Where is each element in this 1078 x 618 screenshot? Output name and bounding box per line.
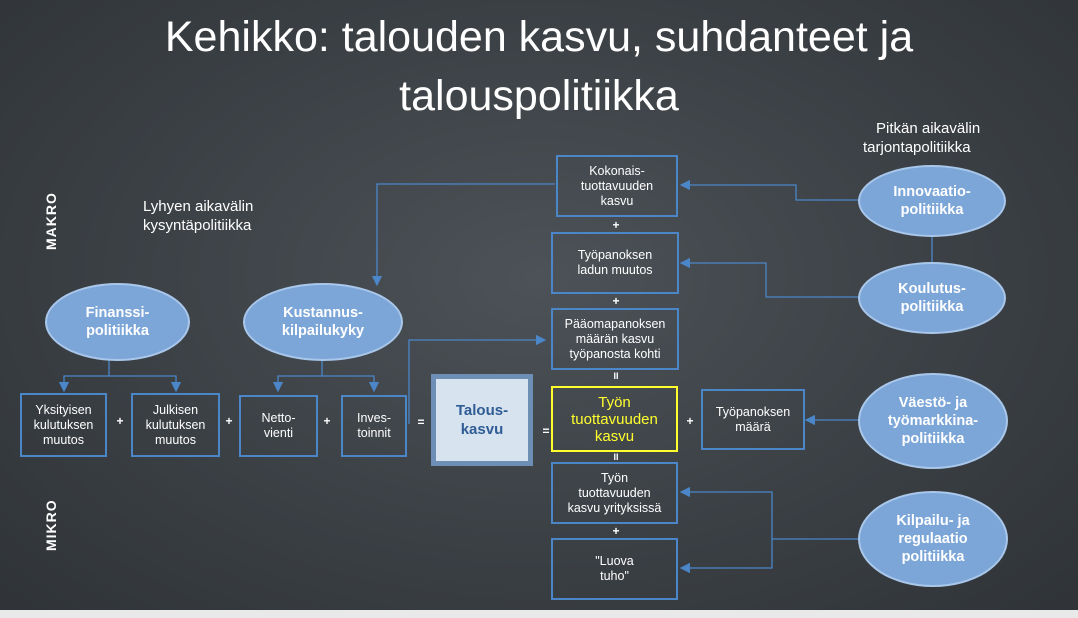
plus-operator: + <box>686 414 694 428</box>
plus-operator: + <box>225 414 233 428</box>
yksityinen-kulutus-box: Yksityisen kulutuksen muutos <box>20 393 107 457</box>
nettovienti-box: Netto- vienti <box>239 395 318 457</box>
equals-operator: = <box>417 415 425 429</box>
title-line-1: Kehikko: talouden kasvu, suhdanteet ja <box>164 13 914 61</box>
short-term-note-line-2: kysyntäpolitiikka <box>143 217 252 234</box>
title-line-2: talouspolitiikka <box>399 72 679 120</box>
vaesto-tyomarkkinapolitiikka-ellipse: Väestö- ja työmarkkina- politiikka <box>858 373 1008 469</box>
plus-operator: + <box>612 524 620 538</box>
tyon-tuottavuuden-kasvu-box: Työn tuottavuuden kasvu <box>551 386 678 452</box>
tyopanoksen-maara-box: Työpanoksen määrä <box>701 389 805 450</box>
short-term-note-line-1: Lyhyen aikavälin <box>143 198 254 215</box>
koulutuspolitiikka-ellipse: Koulutus- politiikka <box>858 262 1006 334</box>
kokonaistuottavuus-box: Kokonais- tuottavuuden kasvu <box>556 155 678 217</box>
parallel-operator: II <box>613 452 619 462</box>
innovaatiopolitiikka-ellipse: Innovaatio- politiikka <box>858 165 1006 237</box>
julkinen-kulutus-box: Julkisen kulutuksen muutos <box>131 393 220 457</box>
tuottavuus-yrityksissa-box: Työn tuottavuuden kasvu yrityksissä <box>551 462 678 524</box>
mikro-label: MIKRO <box>43 499 59 551</box>
parallel-operator: II <box>613 371 619 381</box>
investoinnit-box: Inves- toinnit <box>341 395 407 457</box>
finanssipolitiikka-ellipse: Finanssi- politiikka <box>45 283 190 361</box>
long-term-note-line-1: Pitkän aikavälin <box>876 120 981 137</box>
tyopanoksen-laatu-box: Työpanoksen ladun muutos <box>551 232 679 294</box>
plus-operator: + <box>116 414 124 428</box>
luova-tuho-box: "Luova tuho" <box>551 538 678 600</box>
plus-operator: + <box>612 218 620 232</box>
kilpailu-regulaatiopolitiikka-ellipse: Kilpailu- ja regulaatio politiikka <box>858 491 1008 587</box>
equals-operator: = <box>542 424 550 438</box>
talouskasvu-label: Talous- kasvu <box>436 379 528 461</box>
plus-operator: + <box>612 294 620 308</box>
kustannuskilpailukyky-ellipse: Kustannus- kilpailukyky <box>243 283 403 361</box>
paaomapanos-box: Pääomapanoksen määrän kasvu työpanosta k… <box>551 308 679 370</box>
bottom-divider <box>0 610 1078 618</box>
plus-operator: + <box>323 414 331 428</box>
talouskasvu-box: Talous- kasvu <box>431 374 533 466</box>
long-term-note-line-2: tarjontapolitiikka <box>863 139 971 156</box>
makro-label: MAKRO <box>43 192 59 250</box>
